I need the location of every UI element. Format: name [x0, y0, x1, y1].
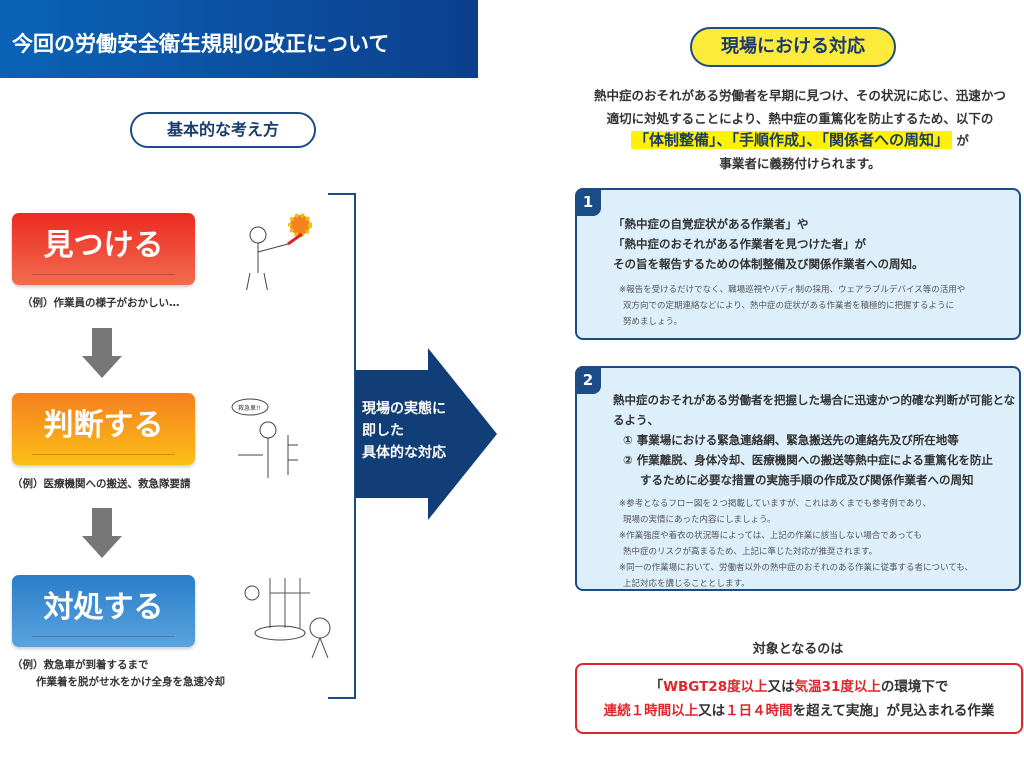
basic-approach-heading: 基本的な考え方	[130, 112, 316, 148]
big-right-arrow-icon	[355, 348, 497, 520]
step-judge: 判断する	[12, 393, 195, 465]
step-respond: 対処する	[12, 575, 195, 647]
step-find: 見つける	[12, 213, 195, 285]
text: 又は	[698, 703, 726, 719]
page-title: 今回の労働安全衛生規則の改正について	[12, 32, 390, 56]
wbgt-condition: WBGT28度以上	[663, 679, 768, 695]
arrow-text-line: 具体的な対応	[362, 445, 446, 461]
down-arrow-icon	[82, 508, 122, 558]
arrow-text: 現場の実態に 即した 具体的な対応	[362, 398, 462, 464]
box-main-text: 「熱中症の自覚症状がある作業者」や	[613, 217, 809, 231]
box-note: 上記対応を講じることとします。	[623, 579, 750, 589]
box-note: ※同一の作業場において、労働者以外の熱中症のおそれのある作業に従事する者について…	[619, 563, 974, 573]
target-label: 対象となるのは	[752, 642, 844, 657]
requirement-box-2: 2 熱中症のおそれがある労働者を把握した場合に迅速かつ的確な判断が可能となるよう…	[575, 366, 1021, 591]
box-main-text: するために必要な措置の実施手順の作成及び関係作業者への周知	[640, 473, 974, 487]
box-number: 1	[575, 188, 601, 216]
cooling-worker-illustration	[244, 578, 331, 659]
box-main-text: その旨を報告するための体制整備及び関係作業者への周知。	[613, 257, 924, 271]
worker-in-sun-illustration	[246, 213, 312, 290]
box-note: ※作業強度や着衣の状況等によっては、上記の作業に該当しない場合であっても	[619, 531, 922, 541]
text: 又は	[767, 679, 795, 695]
highlighted-obligations: 「体制整備」、「手順作成」、「関係者への周知」	[631, 131, 953, 149]
intro-line: 熱中症のおそれがある労働者を早期に見つけ、その状況に応じ、迅速かつ	[594, 88, 1006, 103]
box-note: ※報告を受けるだけでなく、職場巡視やバディ制の採用、ウェアラブルデバイス等の活用…	[619, 285, 966, 295]
box-note: 努めましょう。	[623, 317, 682, 327]
box-number: 2	[575, 366, 601, 394]
down-arrow-icon	[82, 328, 122, 378]
box-note: 熱中症のリスクが高まるため、上記に準じた対応が推奨されます。	[623, 547, 878, 557]
intro-line: 適切に対処することにより、熱中症の重篤化を防止するため、以下の	[606, 111, 994, 126]
box-note: ※参考となるフロー図を２つ掲載していますが、これはあくまでも参考例であり、	[619, 499, 932, 509]
worker-calling-illustration: 救急車!!	[231, 398, 298, 478]
box-main-text: ② 作業離脱、身体冷却、医療機関への搬送等熱中症による重篤化を防止	[623, 453, 993, 467]
speech-bubble-text: 救急車!!	[238, 404, 261, 412]
step-respond-caption-1: （例）救急車が到着するまで	[12, 659, 149, 671]
requirement-box-1: 1 「熱中症の自覚症状がある作業者」や 「熱中症のおそれがある作業者を見つけた者…	[575, 188, 1021, 340]
text: を超えて実施」が見込まれる作業	[792, 703, 995, 719]
onsite-response-heading: 現場における対応	[690, 27, 896, 67]
target-line-1: 「WBGT28度以上又は気温31度以上の環境下で	[577, 675, 1021, 699]
arrow-text-line: 現場の実態に	[362, 401, 446, 417]
step-judge-caption: （例）医療機関への搬送、救急隊要請	[12, 478, 191, 490]
target-line-2: 連続１時間以上又は１日４時間を超えて実施」が見込まれる作業	[577, 699, 1021, 723]
step-find-caption: （例）作業員の様子がおかしい…	[22, 297, 180, 309]
box-note: 現場の実情にあった内容にしましょう。	[623, 515, 776, 525]
box-main-text: 熱中症のおそれがある労働者を把握した場合に迅速かつ的確な判断が可能となるよう、	[613, 393, 1016, 427]
intro-particle: が	[956, 133, 969, 148]
intro-line: 「体制整備」、「手順作成」、「関係者への周知」 が	[580, 129, 1020, 150]
step-respond-caption-2: 作業着を脱がせ水をかけ全身を急速冷却	[36, 676, 225, 688]
target-conditions-box: 「WBGT28度以上又は気温31度以上の環境下で 連続１時間以上又は１日４時間を…	[575, 663, 1023, 734]
box-note: 双方向での定期連絡などにより、熱中症の症状がある作業者を積極的に把握するように	[623, 301, 954, 311]
continuous-hours-condition: 連続１時間以上	[603, 703, 699, 719]
temperature-condition: 気温31度以上	[794, 679, 881, 695]
daily-hours-condition: １日４時間	[725, 703, 793, 719]
text: 「	[649, 679, 664, 695]
bracket-divider	[328, 193, 356, 699]
arrow-text-line: 即した	[362, 423, 404, 439]
page-title-banner: 今回の労働安全衛生規則の改正について	[0, 0, 478, 78]
text: の環境下で	[880, 679, 949, 695]
box-main-text: 「熱中症のおそれがある作業者を見つけた者」が	[613, 237, 866, 251]
box-main-text: ① 事業場における緊急連絡網、緊急搬送先の連絡先及び所在地等	[623, 433, 959, 447]
intro-line: 事業者に義務付けられます。	[719, 156, 881, 171]
